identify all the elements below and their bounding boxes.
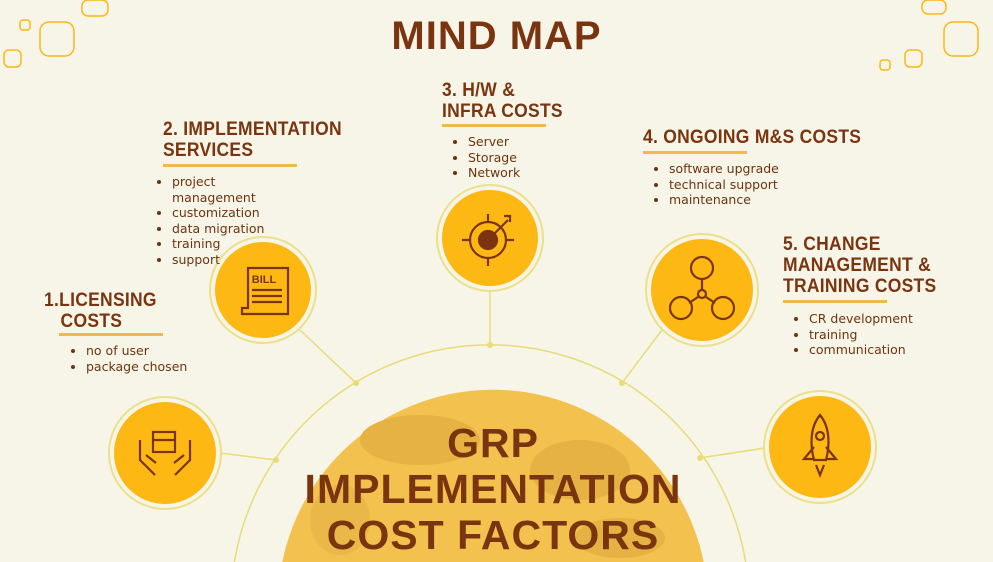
planet [282, 389, 704, 562]
node-5-underline [783, 300, 887, 303]
node-2-underline [163, 164, 297, 167]
node-4-heading: 4. ONGOING M&S COSTS [643, 127, 862, 148]
box-in-hands-icon [138, 430, 192, 476]
node-3-heading: 3. H/W &INFRA COSTS [442, 80, 563, 122]
people-network-icon [668, 255, 736, 321]
rocket-icon [801, 413, 839, 478]
icon-circles [108, 184, 877, 510]
node-3-underline [442, 124, 546, 127]
node-3-list: ServerStorageNetwork [454, 134, 520, 181]
target-icon [462, 214, 514, 266]
bill-icon-label: BILL [252, 274, 277, 286]
node-1-list: no of userpackage chosen [72, 343, 187, 374]
decorative-squares [3, 0, 979, 71]
node-5-list: CR developmenttrainingcommunication [795, 311, 913, 358]
node-2-list: project managementcustomizationdata migr… [158, 174, 282, 267]
node-4-list: software upgradetechnical supportmainten… [655, 161, 779, 208]
node-4-underline [643, 151, 747, 154]
page-title: MIND MAP [391, 14, 602, 58]
node-1-underline [59, 333, 163, 336]
connector-lines [219, 291, 766, 461]
bill-icon [240, 266, 290, 316]
